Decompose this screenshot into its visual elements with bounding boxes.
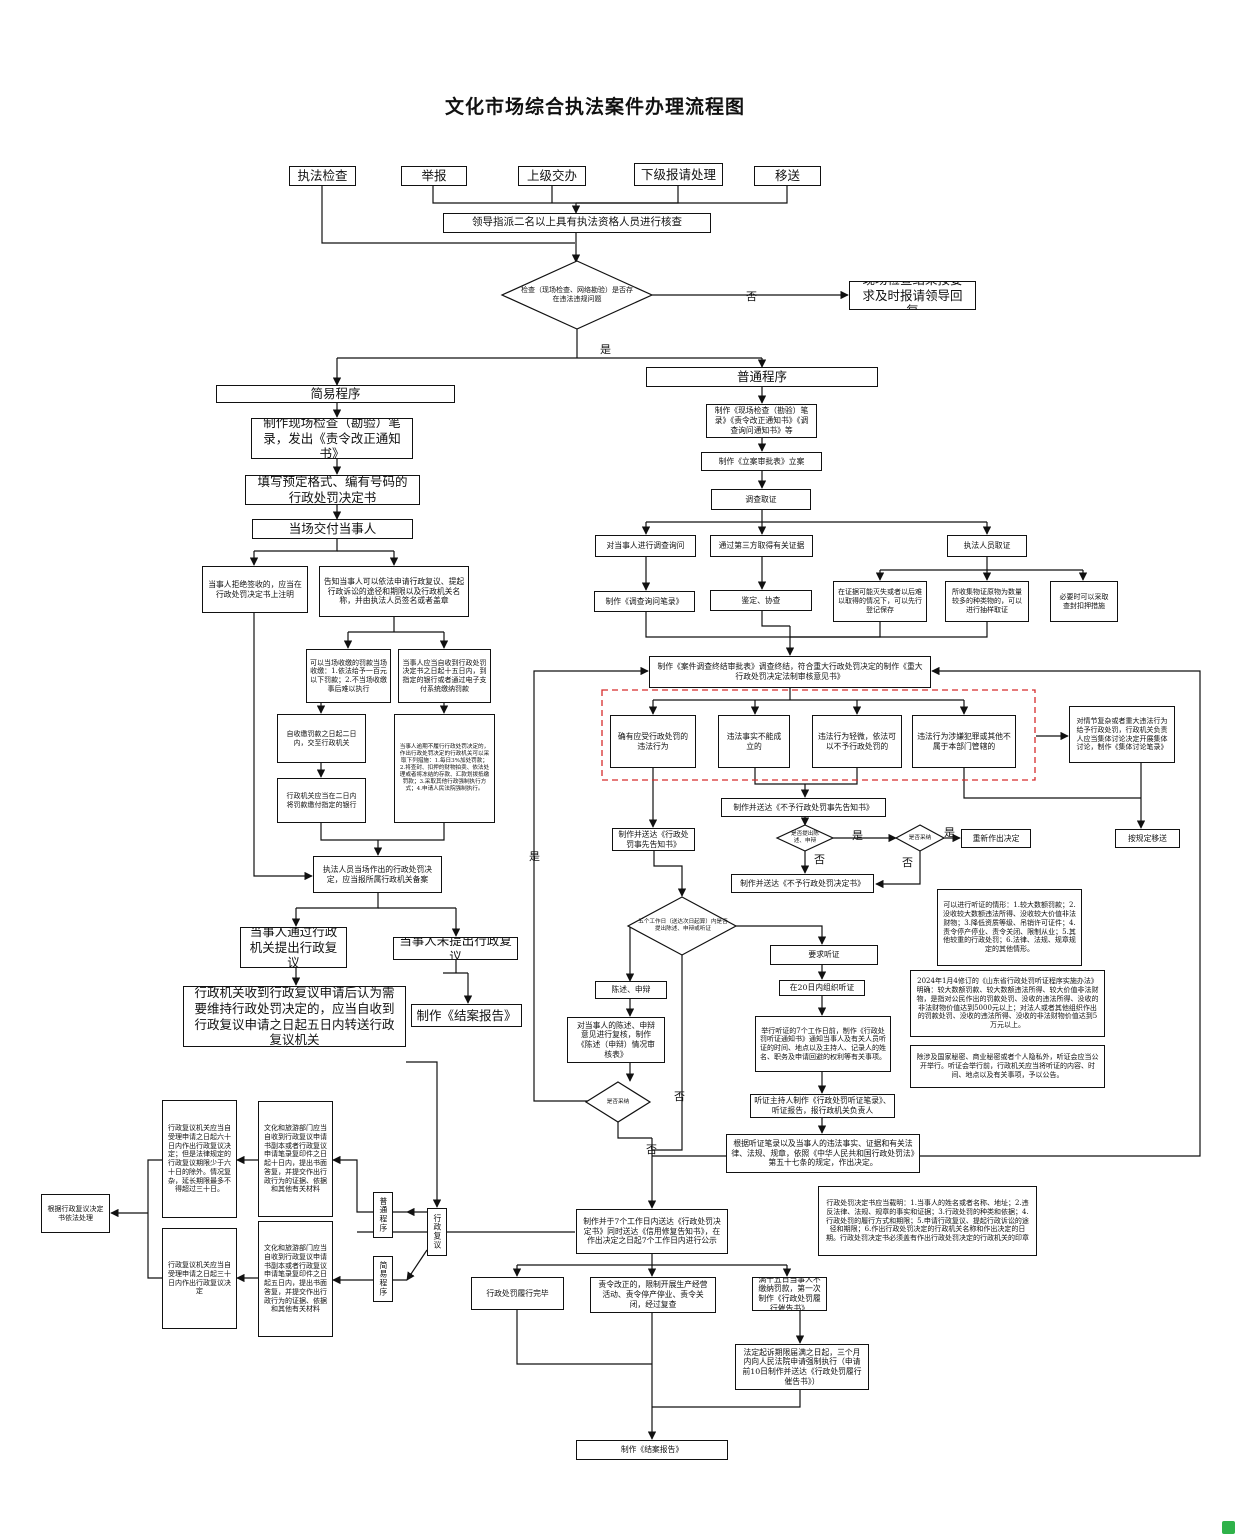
review-statement-box: 对当事人的陈述、申辩意见进行复核，制作《陈述（申辩）情况审核表》 [567, 1017, 665, 1063]
evidence-inquiry: 对当事人进行调查询问 [595, 535, 696, 557]
review-no-box: 当事人未提出行政复议 [393, 937, 518, 960]
outcome-not-established: 违法事实不能成立的 [718, 715, 790, 768]
serve-decision-box: 制作并于7个工作日内送达《行政处罚决定书》同时送达《信用修复告知书》，在作出决定… [576, 1209, 728, 1254]
evidence-officer: 执法人员取证 [947, 535, 1027, 557]
source-transfer: 移送 [754, 166, 821, 186]
pre-notice-box: 制作并送达《行政处罚事先告知书》 [612, 828, 695, 851]
hearing-notice-box: 举行听证的7个工作日前，制作《行政处罚听证通知书》通知当事人及有关人员听证的时间… [755, 1016, 891, 1072]
urge-box: 满十五日当事人不缴纳罚款，第一次制作《行政处罚履行催告书》 [752, 1277, 827, 1311]
source-report: 举报 [401, 166, 467, 186]
outcome-minor: 违法行为轻微，依法可以不予行政处罚的 [812, 715, 902, 768]
rectify-box: 责令改正的，限制开展生产经营活动、责令停产停业、责令关闭，经过复查 [590, 1277, 716, 1313]
no-label-2: 否 [674, 1090, 685, 1103]
review-normal-box: 普通程序 [373, 1192, 393, 1238]
review-agency-box: 行政复议 [427, 1208, 447, 1256]
simple-procedure-title: 简易程序 [216, 385, 455, 403]
simple-self-pay: 当事人应当自收到行政处罚决定书之日起十五日内，到指定的银行或者通过电子支付系统缴… [398, 649, 491, 703]
normal-docs: 制作《现场检查（勘验）笔录》《责令改正通知书》《调查询问通知书》等 [706, 404, 817, 438]
statement-yes-label: 是 [852, 829, 863, 842]
evidence-third-party: 通过第三方取得有关证据 [710, 535, 813, 557]
seize-box: 必要时可以采取查封扣押措施 [1050, 581, 1118, 622]
loop-yes-label: 是 [529, 850, 540, 863]
outcome-violation: 确有应受行政处罚的违法行为 [610, 715, 696, 768]
review-normal-materials: 文化和旅游部门应当自收到行政复议申请书副本或者行政复议申请笔录复印件之日起十日内… [258, 1101, 333, 1217]
sample-box: 所收集物证原物为数量较多的种类物的，可以进行抽样取证 [945, 581, 1029, 622]
review-simple-materials: 文化和旅游部门应当自收到行政复议申请书副本或者行政复议申请笔录复印件之日起五日内… [258, 1221, 333, 1337]
statement-box: 陈述、申辩 [595, 981, 667, 999]
page-title: 文化市场综合执法案件办理流程图 [444, 96, 745, 118]
review-forward-box: 行政机关收到行政复议申请后认为需要维持行政处罚决定的，应当自收到行政复议申请之日… [183, 986, 406, 1047]
simple-step1: 制作现场检查（勘验）笔录，发出《责令改正通知书》 [251, 418, 413, 459]
public-hearing-box: 除涉及国家秘密、商业秘密或者个人隐私外，听证会应当公开举行。听证会举行前，行政机… [910, 1045, 1105, 1088]
simple-to-bank: 行政机关应当在二日内将罚款缴付指定的银行 [277, 778, 366, 823]
outcome-crime: 违法行为涉嫌犯罪或其他不属于本部门管辖的 [912, 715, 1016, 768]
end-review-box: 制作《案件调查终结审批表》调查终结，符合重大行政处罚决定的制作《重大行政处罚决定… [649, 656, 931, 688]
normal-closing-box: 制作《结案报告》 [576, 1440, 728, 1460]
simple-step3: 当场交付当事人 [252, 519, 413, 539]
normal-procedure-title: 普通程序 [646, 367, 878, 387]
provincial-rule-box: 2024年1月4修订的《山东省行政处罚听证程序实施办法》明确：较大数额罚款、较大… [910, 970, 1105, 1037]
statement-no-label: 否 [814, 853, 825, 866]
check-diamond-text: 检查（现场检查、网络勘验）是否存在违法违规问题 [521, 286, 633, 303]
inquiry-record: 制作《调查询问笔录》 [594, 591, 695, 612]
hearing-request-box: 要求听证 [770, 945, 878, 965]
court-box: 法定起诉期限届满之日起，三个月内向人民法院申请强制执行（申请前10日制作并送达《… [735, 1344, 869, 1390]
simple-refuse: 当事人拒绝签收的，应当在行政处罚决定书上注明 [202, 566, 308, 613]
assign-box: 领导指派二名以上具有执法资格人员进行核查 [443, 213, 711, 233]
decision-content-box: 行政处罚决定书应当载明：1.当事人的姓名或者名称、地址；2.违反法律、法规、规章… [818, 1186, 1037, 1256]
yes-label: 是 [600, 343, 611, 356]
no-label: 否 [746, 290, 757, 303]
review-decide-30: 行政复议机关应当自受理申请之日起三十日内作出行政复议决定 [162, 1228, 237, 1329]
simple-report: 执法人员当场作出的行政处罚决定，应当报所属行政机关备案 [313, 856, 442, 893]
done-box: 行政处罚履行完毕 [471, 1277, 564, 1310]
five-day-question: 五个工作日（送达次日起算）内是否提出陈述、申辩或听证 [638, 919, 728, 932]
no-result-box: 现场检查结果按要求及时报请领导回复 [849, 281, 976, 310]
hearing-20-box: 在20日内组织听证 [779, 980, 865, 996]
no-penalty-notice: 制作并送达《不予行政处罚事先告知书》 [721, 798, 886, 817]
preserve-box: 在证据可能灭失或者以后难以取得的情况下，可以先行登记保存 [833, 581, 927, 622]
normal-filing: 制作《立案审批表》立案 [701, 452, 822, 471]
review-handle: 根据行政复议决定书依法处理 [41, 1194, 110, 1233]
adopt-question: 是否采纳 [908, 834, 932, 841]
review-simple-box: 简易程序 [373, 1256, 393, 1302]
simple-collect-spot: 可以当场收缴的罚款当场收缴：1.依法给予一百元以下罚款；2.不当场收缴事后难以执… [306, 649, 391, 703]
adopt-yes-label: 是 [944, 826, 955, 839]
source-superior: 上级交办 [518, 166, 586, 186]
appraise-box: 鉴定、协查 [710, 590, 812, 611]
simple-overdue: 当事人逾期不履行行政处罚决定的，作出行政处罚决定的行政机关可以采取下列措施：1.… [394, 714, 495, 823]
collective-box: 对情节复杂或者重大违法行为给予行政处罚，行政机关负责人应当集体讨论决定开展集体讨… [1069, 706, 1175, 763]
no-label-3: 否 [646, 1143, 657, 1156]
hearing-record-box: 听证主持人制作《行政处罚听证笔录》、听证报告，报行政机关负责人 [750, 1094, 895, 1118]
corner-badge-icon [1222, 1521, 1235, 1534]
source-subordinate: 下级报请处理 [634, 163, 723, 186]
statement-question: 是否提出陈述、申辩 [791, 831, 819, 844]
simple-inform: 告知当事人可以依法申请行政复议、提起行政诉讼的途径和期限以及行政机关名称，并由执… [319, 566, 469, 617]
simple-closing-box: 制作《结案报告》 [411, 1004, 522, 1027]
simple-hand-in: 自收缴罚款之日起二日内，交至行政机关 [277, 714, 366, 763]
simple-step2: 填写预定格式、编有号码的行政处罚决定书 [245, 475, 420, 505]
normal-evidence: 调查取证 [711, 489, 811, 510]
decide-box: 根据听证笔录以及当事人的违法事实、证据和有关法律、法规、规章，依照《中华人民共和… [726, 1134, 920, 1173]
adopt-question-2: 是否采纳 [606, 1098, 630, 1105]
review-yes-box: 当事人通过行政机关提出行政复议 [240, 927, 347, 968]
adopt-no-label: 否 [902, 856, 913, 869]
source-inspection: 执法检查 [289, 166, 356, 186]
redecide-box: 重新作出决定 [961, 829, 1031, 848]
hearing-cases-box: 可以进行听证的情形：1.较大数额罚款；2.没收较大数额违法所得、没收较大价值非法… [937, 889, 1082, 966]
transfer-box: 按规定移送 [1115, 829, 1180, 848]
no-penalty-decision: 制作并送达《不予行政处罚决定书》 [731, 874, 874, 893]
review-decide-60: 行政复议机关应当自受理申请之日起六十日内作出行政复议决定；但是法律规定的行政复议… [162, 1100, 237, 1218]
